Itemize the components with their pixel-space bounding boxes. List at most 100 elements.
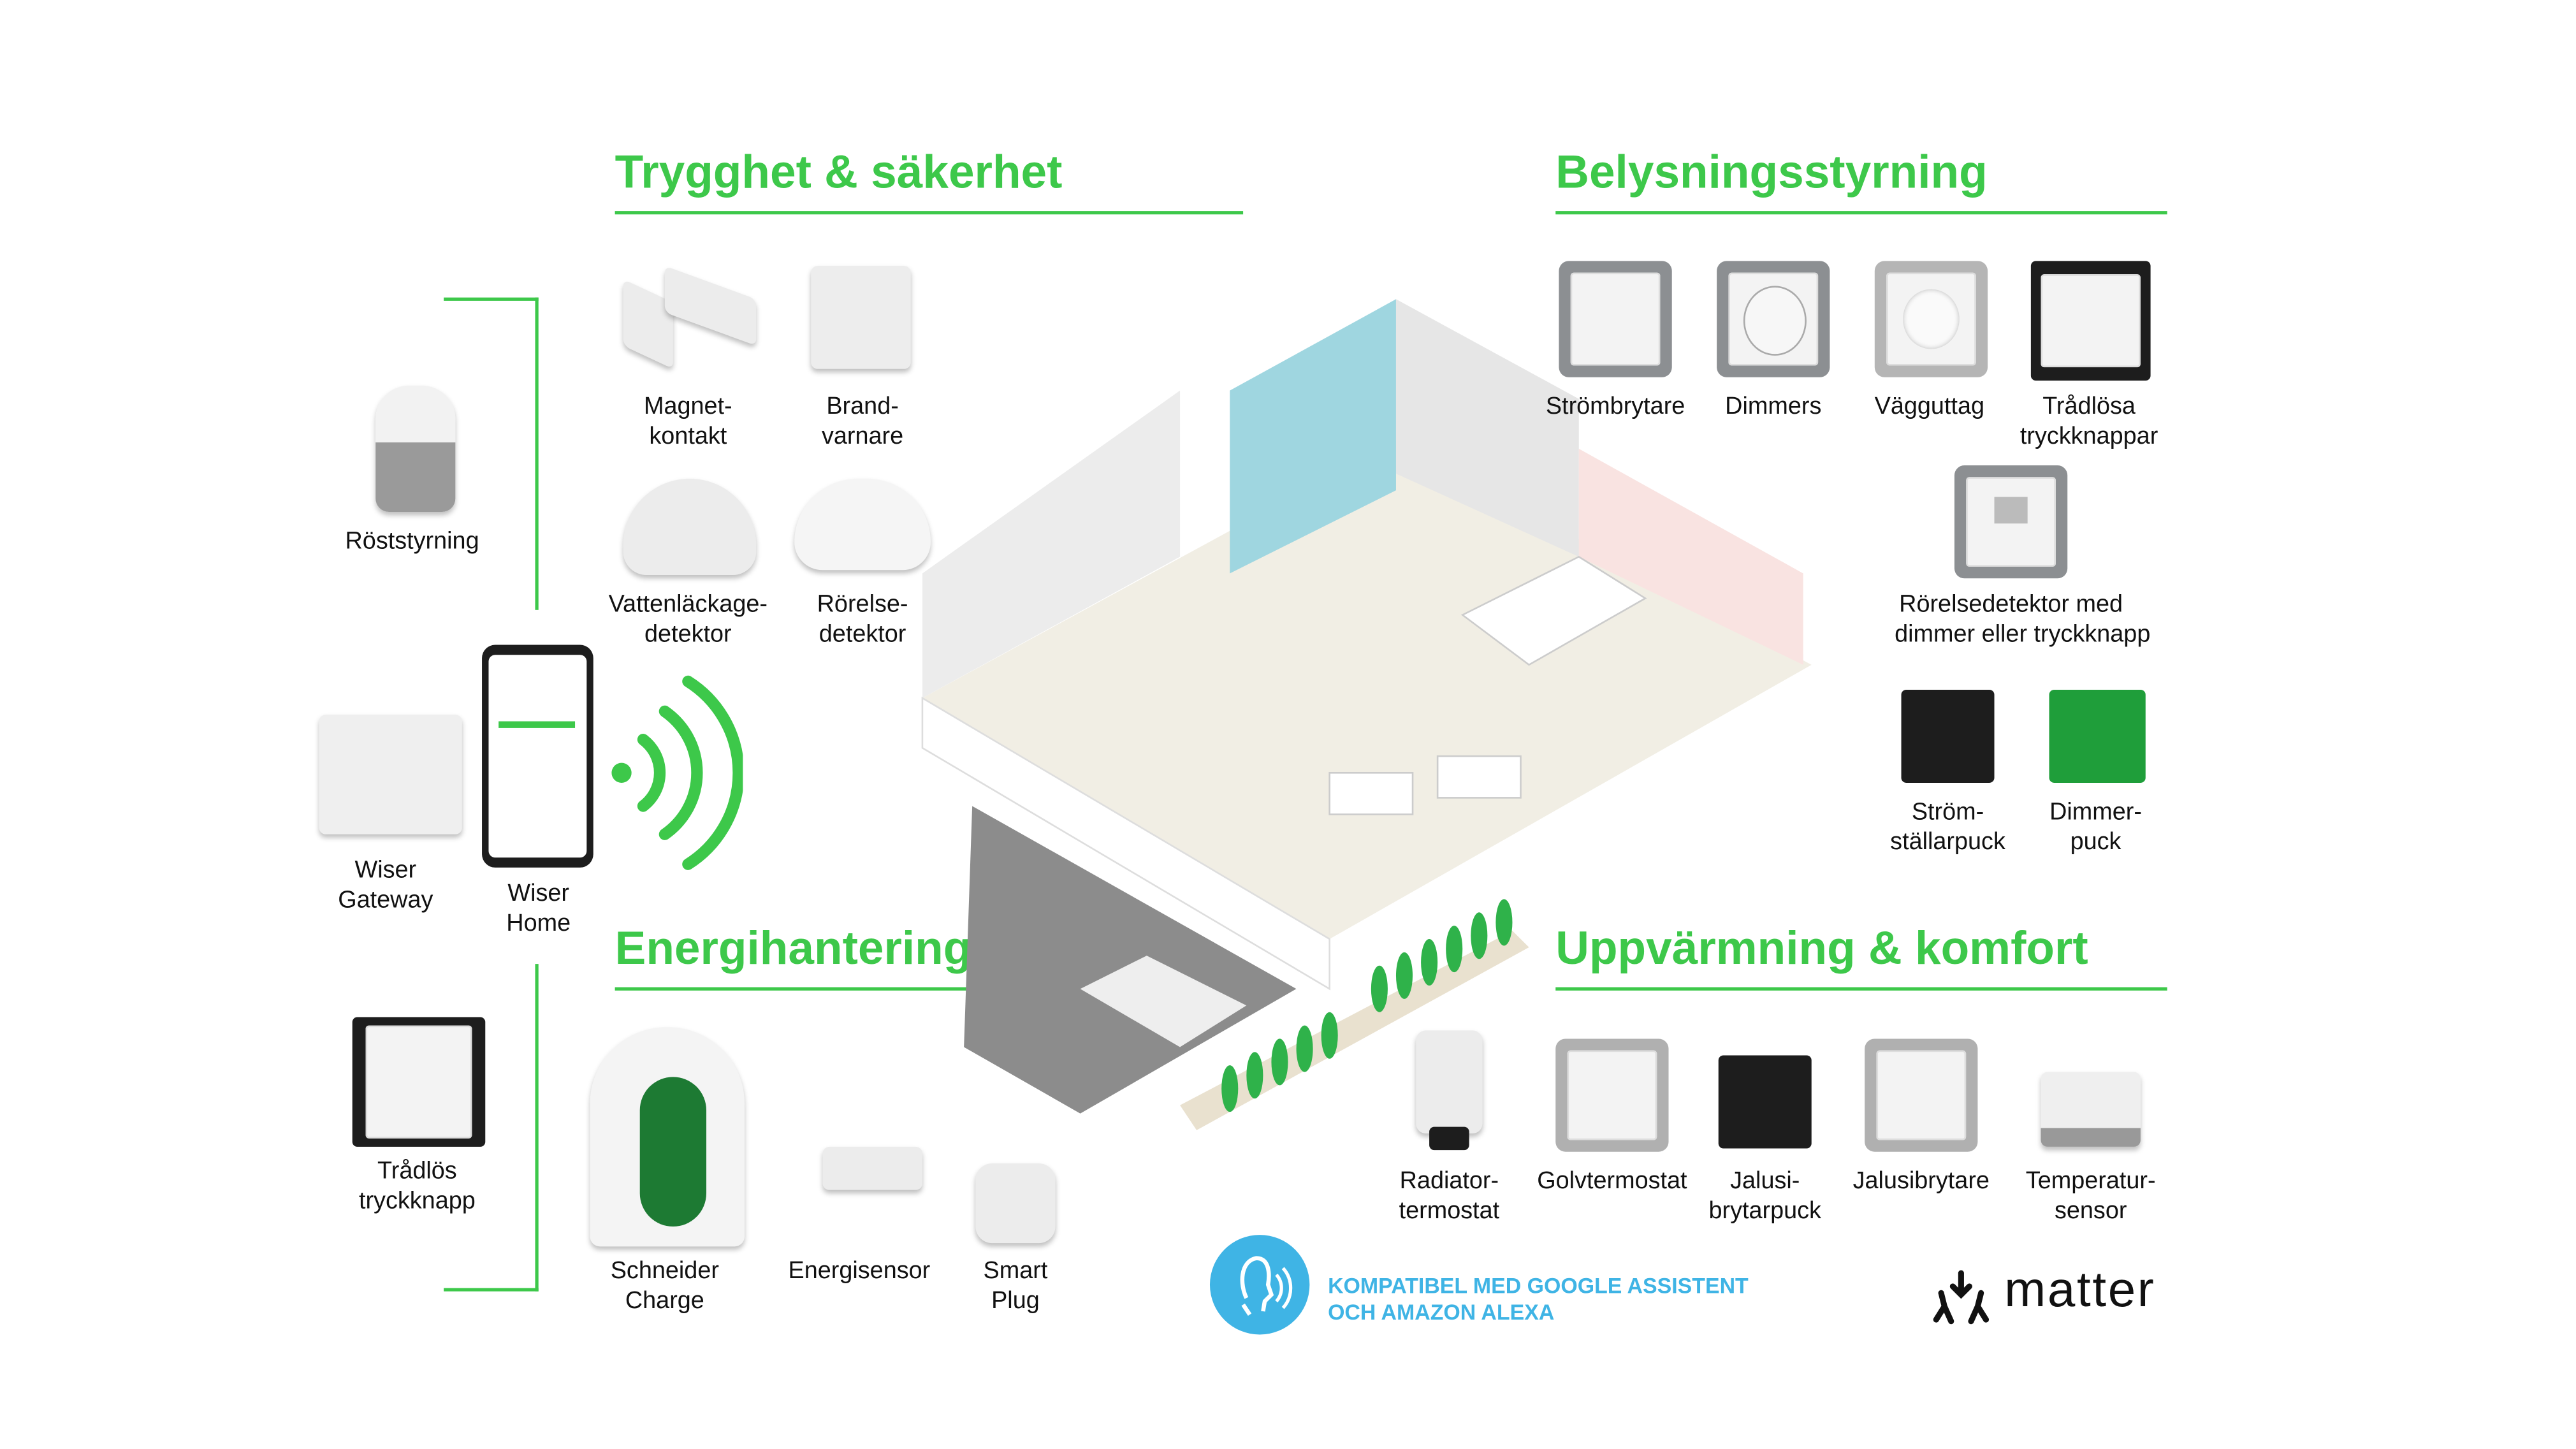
divider bbox=[615, 211, 1244, 215]
label-line: Charge bbox=[625, 1287, 704, 1314]
label-line: ställarpuck bbox=[1890, 828, 2005, 856]
label-line: Radiator- bbox=[1399, 1168, 1499, 1195]
phone-image bbox=[482, 644, 593, 868]
label-line: Brand- bbox=[826, 393, 899, 421]
label-radiator: Radiator-termostat bbox=[1333, 1169, 1566, 1227]
house-illustration bbox=[921, 299, 1812, 1130]
label-blind-puck: Jalusi-brytarpuck bbox=[1648, 1169, 1881, 1227]
badge-line-1: KOMPATIBEL MED GOOGLE ASSISTENT bbox=[1328, 1273, 1749, 1299]
app-screen bbox=[488, 655, 587, 858]
plate bbox=[1966, 477, 2056, 567]
label-line: Wiser bbox=[354, 857, 417, 884]
label-switch: Strömbrytare bbox=[1545, 393, 1685, 421]
label-line: Rörelsedetektor med bbox=[1899, 592, 2123, 618]
charger-panel bbox=[639, 1077, 707, 1227]
label-motion: Rörelse-detektor bbox=[746, 592, 979, 650]
plate bbox=[1886, 272, 1976, 366]
bracket-lower bbox=[535, 964, 539, 1292]
label-line: Smart bbox=[983, 1258, 1048, 1285]
leak-detector-image bbox=[623, 478, 757, 576]
app-bar bbox=[498, 721, 576, 728]
driveway bbox=[964, 806, 1297, 1114]
label-voice: Röststyrning bbox=[345, 528, 479, 555]
heading-security: Trygghet & säkerhet bbox=[615, 146, 1063, 198]
button-plate bbox=[365, 1025, 472, 1139]
blind-puck-image bbox=[1718, 1055, 1812, 1149]
dimmer-puck-image bbox=[2049, 689, 2146, 783]
label-switch-puck: Ström-ställarpuck bbox=[1831, 799, 2064, 857]
voice-head-glyph bbox=[1240, 1256, 1293, 1316]
label-floor-thermostat: Golvtermostat bbox=[1537, 1168, 1687, 1195]
dimmer-image bbox=[1717, 261, 1830, 377]
smoke-detector-image bbox=[811, 266, 911, 369]
temp-sensor-image bbox=[2041, 1072, 2141, 1147]
smart-speaker-image bbox=[375, 385, 456, 512]
bracket-bottom bbox=[444, 1288, 539, 1292]
divider bbox=[615, 987, 1114, 991]
dimmer-knob bbox=[1743, 286, 1807, 356]
label-line: Trådlös bbox=[377, 1158, 457, 1185]
label-line: brytarpuck bbox=[1708, 1197, 1821, 1225]
label-line: tryckknappar bbox=[2019, 423, 2158, 450]
valve bbox=[1429, 1126, 1469, 1151]
label-socket: Vägguttag bbox=[1874, 393, 1985, 421]
matter-logo-icon bbox=[1933, 1270, 1990, 1325]
label-line: Jalusi- bbox=[1730, 1168, 1800, 1195]
divider bbox=[1555, 987, 2167, 991]
socket-face bbox=[1903, 289, 1960, 349]
label-line: Trådlösa bbox=[2042, 393, 2136, 421]
label-line: varnare bbox=[821, 423, 904, 450]
motion-dimmer-image bbox=[1954, 465, 2068, 579]
label-line: Gateway bbox=[338, 886, 433, 914]
socket-image bbox=[1874, 261, 1988, 377]
plate bbox=[1567, 1050, 1657, 1140]
label-line: Home bbox=[506, 910, 571, 937]
floor-thermostat-image bbox=[1555, 1038, 1669, 1152]
label-line: puck bbox=[2070, 828, 2121, 856]
motion-detector-image bbox=[794, 478, 931, 571]
car bbox=[1080, 956, 1247, 1047]
label-line: Plug bbox=[991, 1287, 1040, 1314]
label-magnet: Magnet-kontakt bbox=[572, 394, 804, 452]
label-blind-switch: Jalusibrytare bbox=[1852, 1168, 1990, 1195]
bracket-top bbox=[444, 297, 539, 301]
heading-energy: Energihantering bbox=[615, 922, 972, 974]
bracket-upper bbox=[535, 297, 539, 610]
energy-sensor-image bbox=[822, 1146, 922, 1190]
voice-assistant-icon bbox=[1209, 1235, 1310, 1335]
label-energy-sensor: Energisensor bbox=[788, 1258, 931, 1285]
label-smoke: Brand-varnare bbox=[746, 394, 979, 452]
switch-image bbox=[1559, 261, 1672, 377]
bed bbox=[1460, 555, 1647, 666]
wireless-button-image bbox=[352, 1017, 486, 1147]
sensor-window bbox=[1994, 497, 2028, 524]
label-line: Schneider bbox=[610, 1258, 719, 1285]
gateway-image bbox=[319, 715, 462, 834]
label-line: tryckknapp bbox=[358, 1187, 476, 1214]
ev-charger-image bbox=[590, 1027, 745, 1247]
label-dimmer: Dimmers bbox=[1725, 393, 1822, 421]
label-line: Magnet- bbox=[643, 393, 732, 421]
label-line: Rörelse- bbox=[817, 592, 908, 618]
label-line: detektor bbox=[644, 620, 732, 648]
magnet-contact-body bbox=[664, 266, 757, 346]
badge-line-2: OCH AMAZON ALEXA bbox=[1328, 1299, 1555, 1325]
label-line: Dimmer- bbox=[2049, 799, 2142, 826]
matter-wordmark: matter bbox=[2004, 1263, 2156, 1318]
heading-heating: Uppvärmning & komfort bbox=[1555, 922, 2088, 974]
compatibility-badge: KOMPATIBEL MED GOOGLE ASSISTENT OCH AMAZ… bbox=[1328, 1273, 1749, 1326]
radiator-thermostat-image bbox=[1416, 1030, 1483, 1151]
label-temp-sensor: Temperatur-sensor bbox=[1974, 1169, 2207, 1227]
label-dimmer-puck: Dimmer-puck bbox=[1979, 799, 2212, 857]
label-line: Ström- bbox=[1911, 799, 1984, 826]
heading-lighting: Belysningsstyrning bbox=[1555, 146, 1988, 198]
plate bbox=[1570, 272, 1661, 366]
switch-puck-image bbox=[1901, 689, 1995, 783]
